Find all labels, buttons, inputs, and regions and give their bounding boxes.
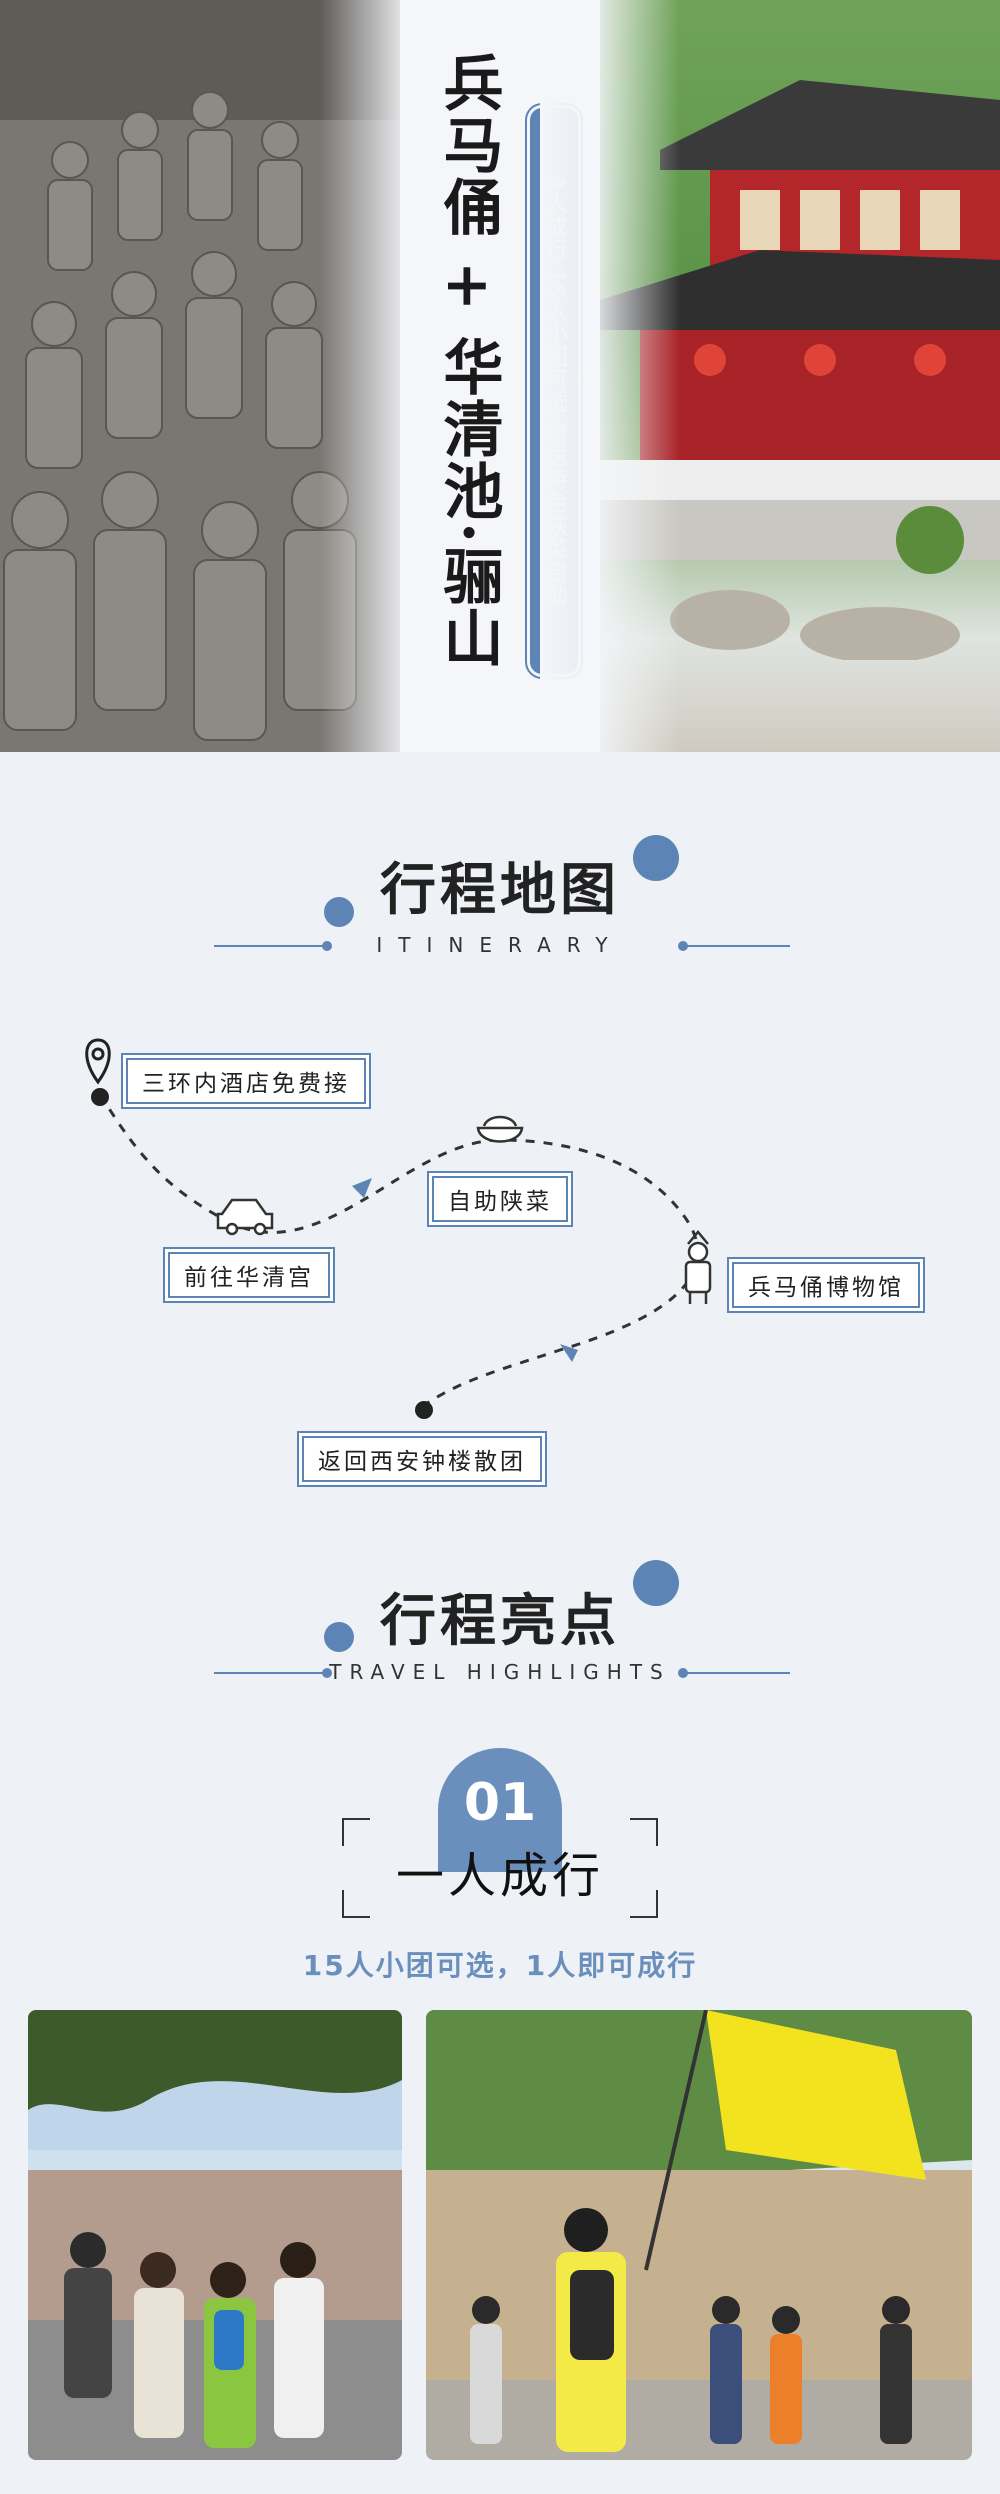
location-pin-icon <box>85 1038 111 1085</box>
heading-rule-dot-right <box>678 1668 688 1678</box>
stop-return-label: 返回西安钟楼散团 <box>318 1449 526 1475</box>
hero-title-plus: + <box>433 260 503 314</box>
stop-museum: 兵马俑博物馆 <box>732 1262 920 1308</box>
highlight-number: 01 <box>463 1773 537 1833</box>
heading-dot-large <box>633 835 679 881</box>
hero-title-part2: 华清池·骊山 <box>433 336 503 669</box>
stop-huaqing-label: 前往华清宫 <box>184 1265 314 1291</box>
stop-pickup: 三环内酒店免费接 <box>126 1058 366 1104</box>
frame-corner-br <box>630 1890 658 1918</box>
stop-museum-label: 兵马俑博物馆 <box>748 1275 904 1301</box>
highlights-title: 行程亮点 <box>380 1589 620 1654</box>
route-arrow-2 <box>560 1344 578 1362</box>
terracotta-warrior-icon <box>684 1230 712 1304</box>
frame-corner-tr <box>630 1818 658 1846</box>
car-icon <box>216 1198 274 1236</box>
heading-rule-dot-left <box>322 941 332 951</box>
highlight-title: 一人成行 <box>395 1848 604 1904</box>
itinerary-heading: 行程地图 ITINERARY <box>0 835 1000 975</box>
hero-title-part1: 兵马俑 <box>433 52 503 238</box>
group-tour-photo-left <box>28 2010 402 2460</box>
stop-buffet-label: 自助陕菜 <box>448 1189 552 1215</box>
stop-huaqing: 前往华清宫 <box>168 1252 330 1298</box>
route-map <box>85 1038 712 1419</box>
hero-title: 兵马俑 + 华清池·骊山 <box>432 52 503 669</box>
frame-corner-bl <box>342 1890 370 1918</box>
itinerary-subtitle: ITINERARY <box>376 933 624 957</box>
heading-rule-left <box>214 1672 324 1674</box>
highlight-number-badge: 01 <box>438 1748 562 1872</box>
huaqing-palace-photo <box>540 0 1000 752</box>
frame-corner-tl <box>342 1818 370 1846</box>
heading-rule-left <box>214 945 324 947</box>
heading-dot-small <box>324 1622 354 1652</box>
terracotta-warriors-photo <box>0 0 460 752</box>
heading-rule-dot-left <box>322 1668 332 1678</box>
route-arrow-1 <box>352 1178 372 1198</box>
stop-buffet: 自助陕菜 <box>432 1176 568 1222</box>
heading-dot-small <box>324 897 354 927</box>
highlights-heading: 行程亮点 TRAVEL HIGHLIGHTS <box>0 1560 1000 1700</box>
end-dot <box>415 1401 433 1419</box>
heading-dot-large <box>633 1560 679 1606</box>
hero-banner: 兵马俑 + 华清池·骊山 1人成行·15人小团可选·赠送特色陕菜自助 <box>0 0 1000 752</box>
group-tour-photo-right <box>426 2010 972 2460</box>
stop-return: 返回西安钟楼散团 <box>302 1436 542 1482</box>
heading-rule-dot-right <box>678 941 688 951</box>
heading-rule-right <box>686 945 790 947</box>
heading-rule-right <box>686 1672 790 1674</box>
highlight-subtitle: 15人小团可选，1人即可成行 <box>302 1949 698 1982</box>
itinerary-title: 行程地图 <box>380 858 620 923</box>
stop-pickup-label: 三环内酒店免费接 <box>142 1071 350 1097</box>
food-bowl-icon <box>476 1115 524 1143</box>
highlights-subtitle: TRAVEL HIGHLIGHTS <box>329 1660 671 1684</box>
highlight-title-frame <box>342 1818 658 1918</box>
start-dot <box>91 1088 109 1106</box>
